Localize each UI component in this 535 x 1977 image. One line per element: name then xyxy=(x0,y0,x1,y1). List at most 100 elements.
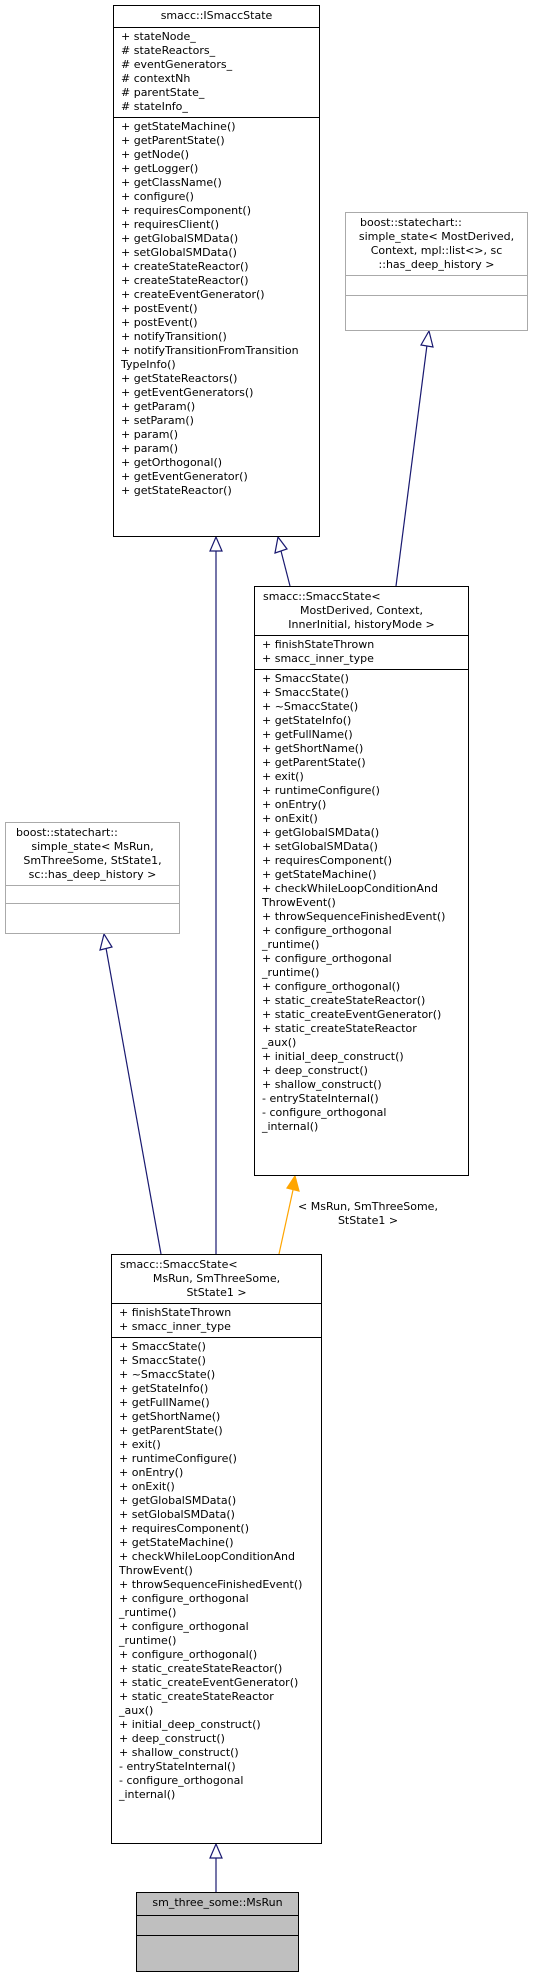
class-member: + exit() xyxy=(262,770,304,783)
class-member: + SmaccState() xyxy=(262,672,349,685)
class-member: + getParentState() xyxy=(262,756,366,769)
class-member: + getFullName() xyxy=(119,1396,210,1409)
edge-arrowhead xyxy=(420,329,434,348)
class-title-line: smacc::SmaccState< xyxy=(263,590,381,603)
class-member: _internal() xyxy=(119,1788,176,1801)
class-member: + configure_orthogonal() xyxy=(119,1648,258,1661)
class-title: smacc::ISmaccState xyxy=(114,6,319,27)
class-member: + SmaccState() xyxy=(119,1340,206,1353)
edge-arrowhead xyxy=(209,1842,223,1859)
edge-smaccstate-msrun-to-boost-msrun xyxy=(105,947,162,1255)
class-title-line: MostDerived, Context, xyxy=(300,604,423,617)
class-title: sm_three_some::MsRun xyxy=(137,1893,298,1915)
class-title-line: smacc::SmaccState< xyxy=(120,1258,238,1271)
class-member: + onExit() xyxy=(119,1480,175,1493)
class-member: + getFullName() xyxy=(262,728,353,741)
edge-arrowhead xyxy=(99,932,113,951)
class-member: _runtime() xyxy=(262,966,320,979)
class-member: + ~SmaccState() xyxy=(119,1368,216,1381)
class-member: + getStateMachine() xyxy=(121,120,236,133)
class-member: + getStateReactor() xyxy=(121,484,232,497)
class-member: + requiresClient() xyxy=(121,218,219,231)
edge-arrowhead xyxy=(274,535,288,554)
class-member: + static_createStateReactor xyxy=(119,1690,274,1703)
class-member: + stateNode_ xyxy=(121,30,196,43)
class-member: + checkWhileLoopConditionAnd xyxy=(119,1550,295,1563)
methods-section: + SmaccState()+ SmaccState()+ ~SmaccStat… xyxy=(255,669,468,1137)
class-member: + setParam() xyxy=(121,414,194,427)
class-ms-run[interactable]: sm_three_some::MsRun xyxy=(136,1892,299,1972)
class-member: # stateInfo_ xyxy=(121,100,188,113)
class-title-line: simple_state< MsRun, xyxy=(31,840,154,853)
class-title-line: InnerInitial, historyMode > xyxy=(288,618,435,631)
class-member: + configure() xyxy=(121,190,194,203)
class-member: + getStateMachine() xyxy=(119,1536,234,1549)
class-member: + postEvent() xyxy=(121,302,198,315)
class-member: + getClassName() xyxy=(121,176,222,189)
attributes-section xyxy=(346,275,527,295)
class-member: _runtime() xyxy=(262,938,320,951)
class-member: + setGlobalSMData() xyxy=(121,246,237,259)
class-smacc-state-template[interactable]: smacc::SmaccState< MostDerived, Context,… xyxy=(254,586,469,1176)
class-member: + getOrthogonal() xyxy=(121,456,223,469)
class-member: + throwSequenceFinishedEvent() xyxy=(262,910,446,923)
class-member: + requiresComponent() xyxy=(119,1522,249,1535)
class-boost-simple-state-deep-history[interactable]: boost::statechart:: simple_state< MostDe… xyxy=(345,212,528,331)
class-member: + createEventGenerator() xyxy=(121,288,265,301)
class-member: + getStateMachine() xyxy=(262,868,377,881)
class-title-line: Context, mpl::list<>, sc xyxy=(370,244,503,257)
class-title-line: boost::statechart:: xyxy=(360,216,462,229)
methods-section xyxy=(137,1935,298,1971)
class-member: - entryStateInternal() xyxy=(119,1760,236,1773)
edge-arrowhead xyxy=(209,535,223,552)
class-smacc-state-msrun[interactable]: smacc::SmaccState< MsRun, SmThreeSome, S… xyxy=(111,1254,322,1844)
class-member: + deep_construct() xyxy=(119,1732,225,1745)
class-boost-simple-state-msrun[interactable]: boost::statechart:: simple_state< MsRun,… xyxy=(5,822,180,934)
class-member: + postEvent() xyxy=(121,316,198,329)
class-title-line: ::has_deep_history > xyxy=(378,258,495,271)
class-member: ThrowEvent() xyxy=(262,896,336,909)
methods-section xyxy=(6,903,179,925)
class-member: + configure_orthogonal xyxy=(119,1592,249,1605)
class-member: + runtimeConfigure() xyxy=(262,784,380,797)
class-member: # parentState_ xyxy=(121,86,205,99)
class-member: + finishStateThrown xyxy=(119,1306,232,1319)
class-member: - configure_orthogonal xyxy=(262,1106,387,1119)
class-member: # eventGenerators_ xyxy=(121,58,233,71)
class-member: _aux() xyxy=(119,1704,154,1717)
attributes-section xyxy=(6,885,179,903)
edge-smaccstate-template-to-ismacc-state xyxy=(280,550,291,587)
class-title-line: boost::statechart:: xyxy=(16,826,118,839)
class-ismacc-state[interactable]: smacc::ISmaccState + stateNode_# stateRe… xyxy=(113,5,320,537)
class-member: + param() xyxy=(121,428,178,441)
edge-template-instantiation xyxy=(278,1189,294,1255)
class-member: + runtimeConfigure() xyxy=(119,1452,237,1465)
class-member: + configure_orthogonal xyxy=(119,1620,249,1633)
class-member: + getParentState() xyxy=(121,134,225,147)
class-member: - entryStateInternal() xyxy=(262,1092,379,1105)
edge-arrowhead xyxy=(286,1174,300,1192)
class-member: + getStateInfo() xyxy=(119,1382,209,1395)
class-member: _internal() xyxy=(262,1120,319,1133)
class-member: + checkWhileLoopConditionAnd xyxy=(262,882,438,895)
class-member: + notifyTransitionFromTransition xyxy=(121,344,299,357)
class-member: + setGlobalSMData() xyxy=(119,1508,235,1521)
class-member: + getEventGenerators() xyxy=(121,386,254,399)
class-member: + getShortName() xyxy=(262,742,364,755)
class-title-line: StState1 > xyxy=(186,1286,247,1299)
class-member: + initial_deep_construct() xyxy=(262,1050,404,1063)
class-member: + notifyTransition() xyxy=(121,330,227,343)
class-title: boost::statechart:: simple_state< MostDe… xyxy=(346,213,527,275)
edge-smaccstate-template-to-boost-deep-history xyxy=(395,344,428,587)
class-member: _runtime() xyxy=(119,1634,177,1647)
class-member: + getGlobalSMData() xyxy=(262,826,380,839)
class-member: ThrowEvent() xyxy=(119,1564,193,1577)
class-member: + smacc_inner_type xyxy=(119,1320,231,1333)
class-member: # stateReactors_ xyxy=(121,44,216,57)
class-title-line: sm_three_some::MsRun xyxy=(152,1896,283,1909)
attributes-section: + finishStateThrown+ smacc_inner_type xyxy=(255,635,468,669)
class-member: - configure_orthogonal xyxy=(119,1774,244,1787)
class-member: + getGlobalSMData() xyxy=(121,232,239,245)
